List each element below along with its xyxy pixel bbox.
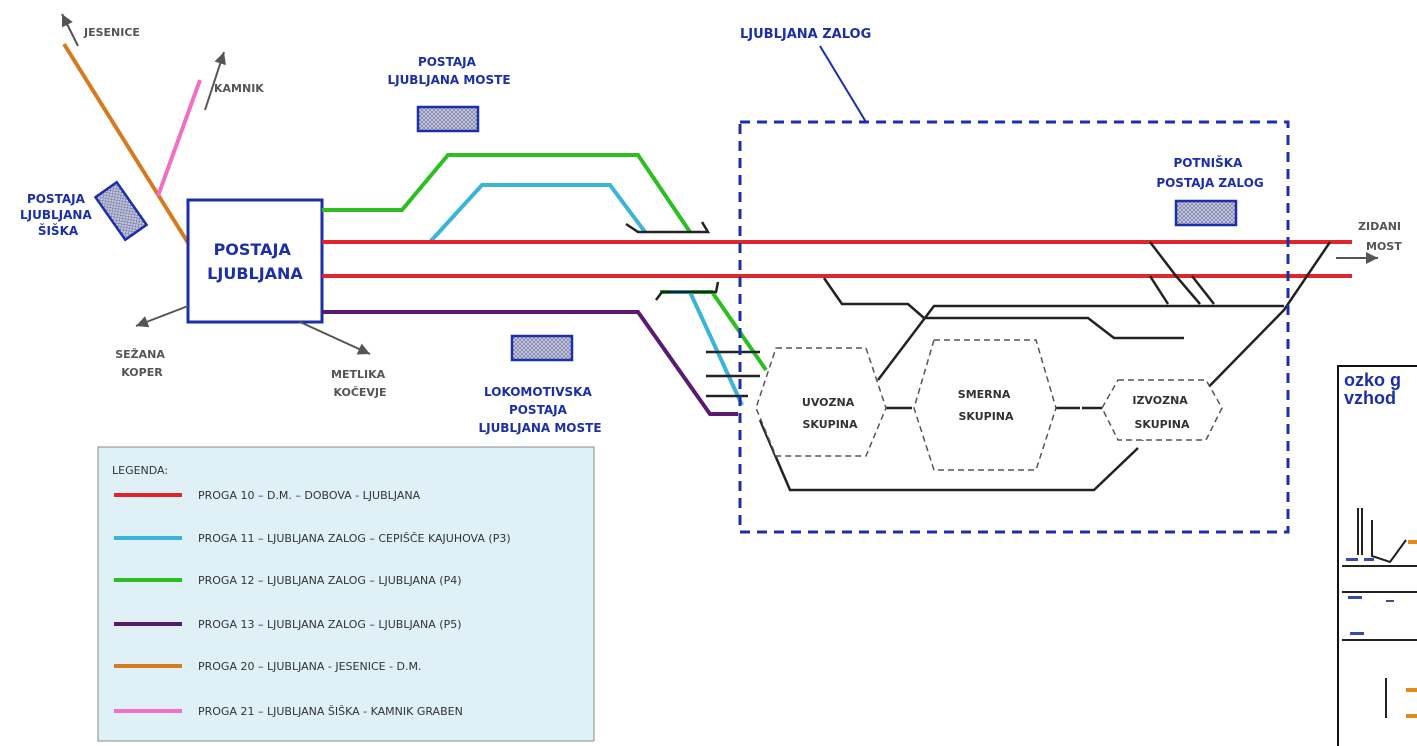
lokomotivska-station-icon (510, 334, 574, 362)
ljubljana-station-label: POSTAJA LJUBLJANA (207, 240, 303, 283)
izvozna-label: IZVOZNA SKUPINA (1132, 394, 1191, 431)
kamnik-label: KAMNIK (214, 82, 264, 95)
ljubljana-station-box (186, 198, 324, 324)
zalog-area (738, 45, 1290, 534)
metlika-arrow-icon (299, 321, 371, 355)
inset-line-2: vzhod (1344, 388, 1396, 408)
izvozna-group (1101, 379, 1223, 441)
jesenice-arrow-icon (61, 13, 79, 47)
inset-panel: ozko g vzhod (1337, 365, 1417, 746)
siska-station-label: POSTAJA LJUBLJANA ŠIŠKA (20, 192, 96, 238)
zalog-label: LJUBLJANA ZALOG (740, 27, 871, 42)
lokomotivska-station-label: LOKOMOTIVSKA POSTAJA LJUBLJANA MOSTE (478, 385, 601, 435)
legend-title: LEGENDA: (112, 464, 168, 477)
sezana-koper-label: SEŽANA KOPER (115, 348, 169, 379)
yard-tracks (706, 241, 1332, 492)
moste-station-icon (416, 105, 480, 133)
zidani-most-label: ZIDANI MOST (1358, 220, 1405, 253)
metlika-kocevje-label: METLIKA KOČEVJE (331, 368, 389, 399)
line-21-pink (156, 79, 202, 197)
legend-item-21: PROGA 21 – LJUBLJANA ŠIŠKA - KAMNIK GRAB… (198, 705, 463, 718)
smerna-group (913, 339, 1057, 471)
legend-item-20: PROGA 20 – LJUBLJANA - JESENICE - D.M. (198, 660, 422, 673)
legend-item-11: PROGA 11 – LJUBLJANA ZALOG – CEPIŠČE KAJ… (198, 532, 511, 545)
moste-station-label: POSTAJA LJUBLJANA MOSTE (387, 55, 510, 87)
potniska-zalog-label: POTNIŠKA POSTAJA ZALOG (1156, 155, 1263, 190)
line-20-orange (62, 42, 192, 248)
legend-item-13: PROGA 13 – LJUBLJANA ZALOG – LJUBLJANA (… (198, 618, 462, 631)
uvozna-group (755, 347, 887, 457)
legend-item-12: PROGA 12 – LJUBLJANA ZALOG – LJUBLJANA (… (198, 574, 462, 587)
jesenice-label: JESENICE (83, 26, 140, 39)
potniska-station-icon (1174, 199, 1238, 227)
line-11-lightblue (428, 183, 744, 406)
legend-item-10: PROGA 10 – D.M. – DOBOVA - LJUBLJANA (198, 489, 421, 502)
track-buffers (625, 221, 720, 301)
sezana-arrow-icon (135, 305, 189, 328)
line-10-red (322, 240, 1352, 278)
uvozna-label: UVOZNA SKUPINA (802, 396, 858, 431)
legend: LEGENDA: PROGA 10 – D.M. – DOBOVA - LJUB… (97, 446, 595, 742)
siska-station-icon (93, 180, 149, 242)
kamnik-arrow-icon (204, 51, 226, 111)
line-13-purple (322, 310, 738, 416)
inset-line-1: ozko g (1344, 370, 1401, 390)
smerna-label: SMERNA SKUPINA (958, 388, 1014, 423)
